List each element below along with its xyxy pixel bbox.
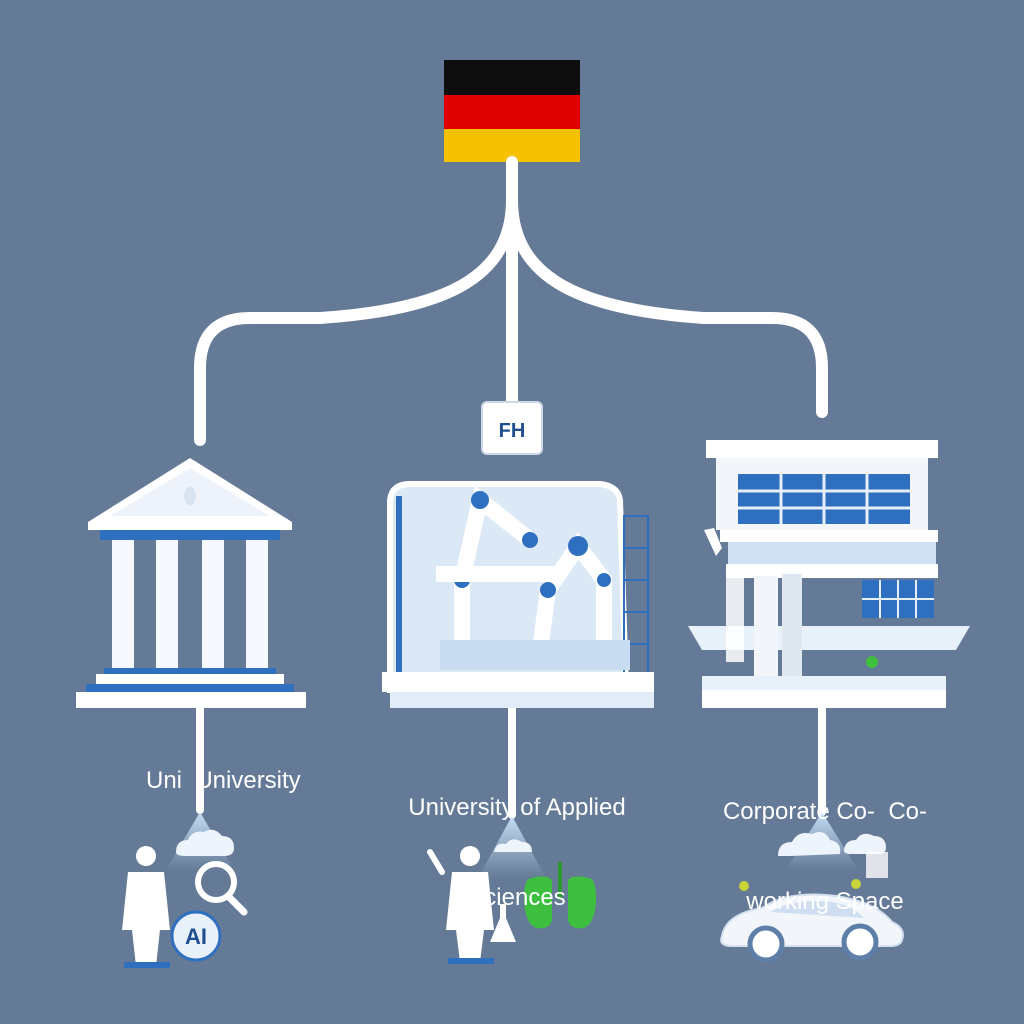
fh-badge-text: FH [499, 420, 526, 442]
germany-flag [444, 60, 580, 162]
lungs-icon [524, 862, 596, 929]
node-label-university: Uni University [70, 736, 350, 826]
magnifier-icon [195, 861, 248, 916]
cloud-icon [176, 829, 234, 856]
connector-left [194, 194, 518, 446]
robotics-lab-icon [382, 481, 654, 708]
plant-icon [739, 879, 861, 891]
node-label-corporate-line2: working Space [746, 888, 904, 915]
cloud-right-icon [844, 833, 886, 854]
node-label-corporate-line1: Corporate Co- Co- [722, 798, 928, 825]
researcher-person-icon [122, 846, 170, 968]
university-building-icon [76, 458, 306, 708]
small-cloud-icon [494, 839, 532, 852]
ai-badge-text: AI [185, 924, 207, 949]
node-label-corporate: Corporate Co- Co- working Space [690, 737, 960, 977]
node-label-applied: University of Applied Sciences [372, 733, 662, 973]
chart-card-icon [866, 852, 888, 878]
node-label-applied-line2: Sciences [468, 884, 566, 911]
flag-stripe-red [444, 95, 580, 129]
node-label-university-line1: Uni University [145, 767, 301, 794]
scientist-person-icon [427, 846, 494, 964]
corporate-building-icon [688, 440, 970, 708]
ai-badge: AI [170, 910, 222, 962]
node-label-applied-line1: University of Applied [408, 794, 626, 821]
flag-stripe-black [444, 60, 580, 95]
fh-badge: FH [481, 401, 543, 455]
cloud-left-icon [778, 832, 841, 856]
tree-connectors [194, 156, 828, 819]
connector-right [506, 194, 828, 418]
flask-icon [490, 904, 516, 942]
car-icon [720, 893, 904, 963]
